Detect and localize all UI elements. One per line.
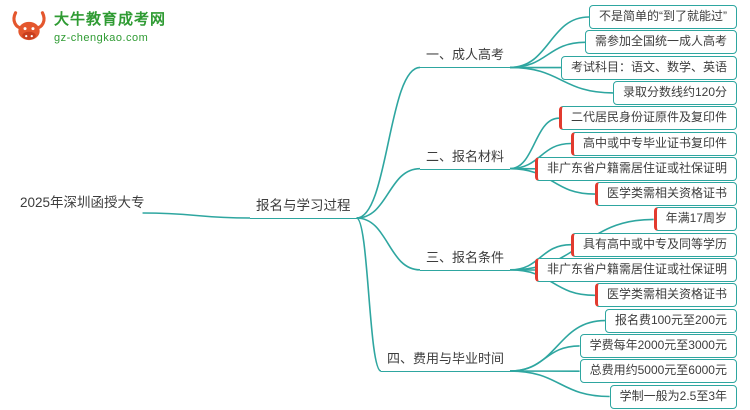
leaf-node[interactable]: 总费用约5000元至6000元 — [579, 359, 737, 384]
branch-node-2[interactable]: 二、报名材料 — [419, 145, 510, 170]
center-node[interactable]: 报名与学习过程 — [250, 193, 357, 219]
branch-node-3[interactable]: 三、报名条件 — [419, 246, 510, 271]
branch-node-1[interactable]: 一、成人高考 — [419, 43, 510, 69]
leaf-node[interactable]: 考试科目：语文、数学、英语 — [560, 55, 737, 80]
branch-node-4[interactable]: 四、费用与毕业时间 — [380, 347, 510, 373]
leaf-node[interactable]: 高中或中专毕业证书复印件 — [570, 131, 737, 156]
leaf-node[interactable]: 需参加全国统一成人高考 — [584, 30, 737, 55]
site-name: 大牛教育成考网 — [54, 11, 167, 28]
leaf-node[interactable]: 学费每年2000元至3000元 — [579, 333, 737, 358]
bull-icon — [12, 11, 46, 41]
leaf-node[interactable]: 二代居民身份证原件及复印件 — [558, 106, 737, 131]
leaf-node[interactable]: 不是简单的“到了就能过” — [589, 5, 737, 29]
leaf-node[interactable]: 录取分数线约120分 — [612, 80, 737, 105]
leaf-node[interactable]: 医学类需相关资格证书 — [594, 182, 737, 207]
leaf-node[interactable]: 报名费100元至200元 — [604, 308, 737, 333]
leaf-node[interactable]: 非广东省户籍需居住证或社保证明 — [534, 156, 737, 181]
leaf-node[interactable]: 年满17周岁 — [653, 207, 737, 232]
leaf-node[interactable]: 非广东省户籍需居住证或社保证明 — [534, 258, 737, 282]
root-node[interactable]: 2025年深圳函授大专 — [20, 195, 145, 210]
site-domain: gz-chengkao.com — [54, 32, 149, 44]
leaf-node[interactable]: 医学类需相关资格证书 — [594, 283, 737, 308]
leaf-node[interactable]: 学制一般为2.5至3年 — [609, 384, 737, 409]
leaf-node[interactable]: 具有高中或中专及同等学历 — [570, 232, 737, 257]
site-logo[interactable]: 大牛教育成考网 gz-chengkao.com — [10, 8, 166, 46]
